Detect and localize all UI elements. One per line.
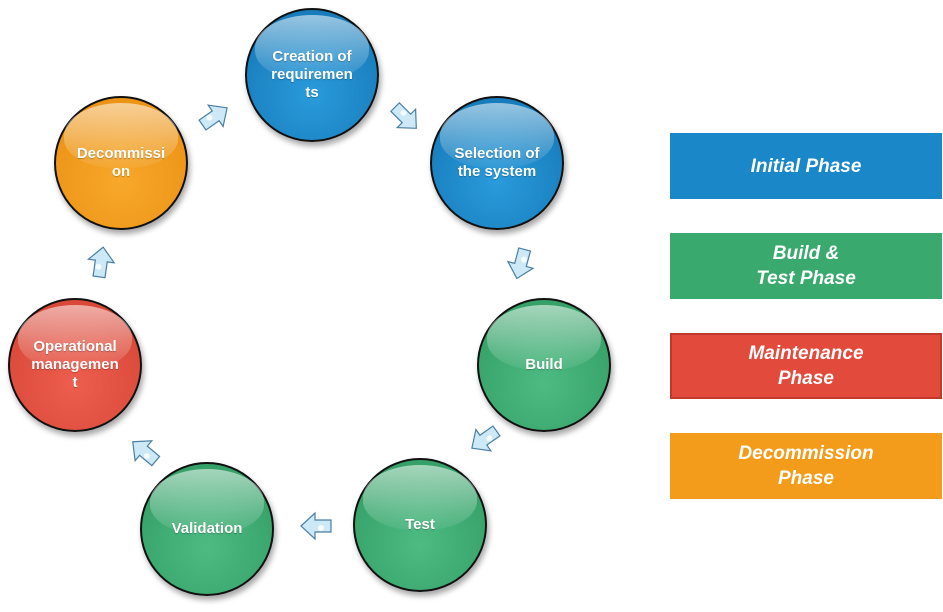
arrow-validation-to-operational-icon <box>132 440 161 467</box>
node-selection-of-system: Selection of the system <box>430 96 564 230</box>
legend-initial-label: Initial Phase <box>750 155 862 177</box>
arrow-build-to-test-icon <box>471 425 501 452</box>
node-validation: Validation <box>140 462 274 596</box>
legend-decommission-label: Decommission Phase <box>738 443 874 489</box>
legend-decommission-phase: Decommission Phase <box>670 433 942 499</box>
node-operational-management: Operational managemen t <box>8 298 142 432</box>
arrow-selection-to-build-icon <box>506 247 535 280</box>
legend-initial-phase: Initial Phase <box>670 133 942 199</box>
arrow-test-to-validation-icon <box>300 511 332 541</box>
node-decommission-label: Decommissi on <box>76 145 166 180</box>
node-creation-of-requirements: Creation of requiremen ts <box>245 8 379 142</box>
arrow-operational-to-decommission-icon <box>86 246 116 279</box>
node-validation-label: Validation <box>171 520 243 537</box>
node-selection-label: Selection of the system <box>454 145 540 180</box>
legend-maintenance-phase: Maintenance Phase <box>670 333 942 399</box>
node-creation-label: Creation of requiremen ts <box>271 48 353 101</box>
legend-build-test-label: Build & Test Phase <box>756 243 856 289</box>
legend-maintenance-label: Maintenance Phase <box>748 343 864 389</box>
node-build: Build <box>477 298 611 432</box>
node-test-label: Test <box>405 516 435 533</box>
arrow-decommission-to-creation-icon <box>198 104 228 131</box>
legend-build-test-phase: Build & Test Phase <box>670 233 942 299</box>
node-operational-label: Operational managemen t <box>31 338 119 391</box>
node-decommission: Decommissi on <box>54 96 188 230</box>
arrow-creation-to-selection-icon <box>390 102 417 129</box>
node-test: Test <box>353 458 487 592</box>
node-build-label: Build <box>525 356 563 373</box>
